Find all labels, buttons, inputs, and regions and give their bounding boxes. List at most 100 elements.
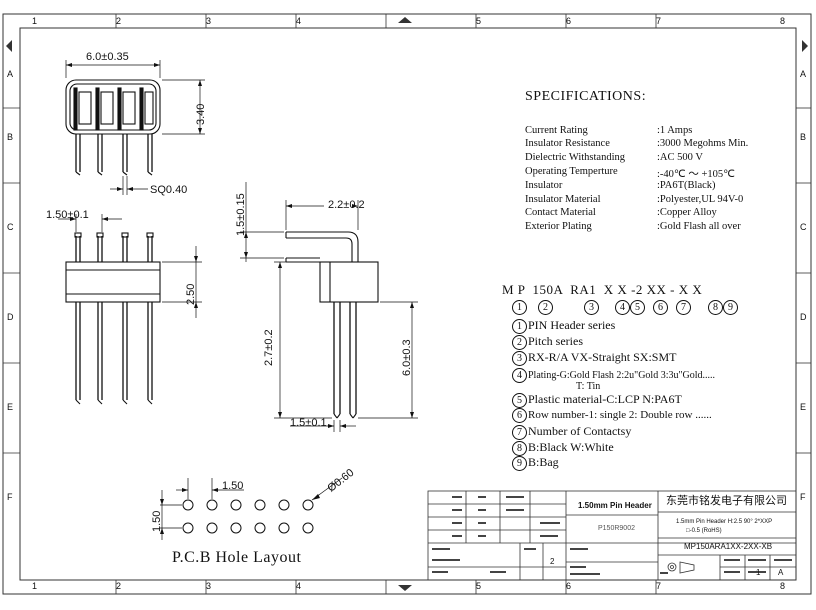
frame-row-label: F xyxy=(7,492,13,502)
spec-row: Dielectric Withstanding :AC 500 V xyxy=(525,152,703,163)
spec-value: :Polyester,UL 94V-0 xyxy=(657,194,744,205)
frame-row-label: F xyxy=(800,492,806,502)
spec-key: Insulator xyxy=(525,180,563,191)
legend-text: Plastic material-C:LCP N:PA6T xyxy=(528,392,682,406)
dim-tail-up: 1.5±0.15 xyxy=(235,193,247,236)
spec-value: :-40℃ ～ +105℃ xyxy=(657,169,735,180)
dim-tail-offset: 2.2±0.2 xyxy=(328,199,365,211)
index-circle: 8 xyxy=(512,440,527,456)
frame-row-label: C xyxy=(800,222,807,232)
legend-text: B:Black W:White xyxy=(528,440,614,454)
index-circle: 2 xyxy=(512,334,527,350)
projection-symbol xyxy=(667,561,695,574)
spec-row: Contact Material :Copper Alloy xyxy=(525,207,717,218)
index-circle: 1 xyxy=(512,318,527,334)
dim-foot: 1.5±0.1 xyxy=(290,417,327,429)
frame-col-label: 2 xyxy=(116,16,122,26)
legend-text: Pitch series xyxy=(528,334,583,348)
legend-text: RX-R/A VX-Straight SX:SMT xyxy=(528,350,677,364)
spec-key: Dielectric Withstanding xyxy=(525,152,625,163)
spec-row: Insulator Resistance :3000 Megohms Min. xyxy=(525,138,748,149)
part-number-code: M P 150A RA1 X X -2 XX - X X xyxy=(502,282,703,297)
tb-product: 1.50mm Pin Header xyxy=(578,501,652,510)
frame-col-label: 4 xyxy=(296,16,302,26)
frame-row-label: A xyxy=(800,69,807,79)
dim-pin-length: 6.0±0.3 xyxy=(401,339,413,376)
frame-col-label: 8 xyxy=(780,16,786,26)
frame-col-label: 5 xyxy=(476,16,482,26)
frame-col-label: 2 xyxy=(116,581,122,591)
spec-value: :PA6T(Black) xyxy=(657,180,716,191)
title-block-lines xyxy=(427,490,797,581)
frame-col-label: 6 xyxy=(566,581,572,591)
tb-drawing-no: P150R9002 xyxy=(598,525,635,532)
index-circle: 7 xyxy=(676,300,691,315)
pcb-holes xyxy=(182,499,314,534)
legend-text: PIN Header series xyxy=(528,318,616,332)
pcb-pitch-v: 1.50 xyxy=(151,510,163,532)
spec-key: Current Rating xyxy=(525,125,588,136)
dim-pin-square: SQ0.40 xyxy=(150,184,188,196)
dim-height-top: 3.40 xyxy=(195,103,207,125)
spec-row: Exterior Plating:Gold Flash all over xyxy=(525,221,741,232)
index-circle: 1 xyxy=(512,300,527,315)
spec-value: :Gold Flash all over xyxy=(657,221,741,232)
frame-col-label: 8 xyxy=(780,581,786,591)
frame-col-label: 7 xyxy=(656,16,662,26)
frame-col-label: 6 xyxy=(566,16,572,26)
spec-row: Insulator Material :Polyester,UL 94V-0 xyxy=(525,194,743,205)
index-circle: 3 xyxy=(584,300,599,315)
index-circle: 3 xyxy=(512,350,527,366)
frame-row-label: B xyxy=(7,132,14,142)
index-circle: 5 xyxy=(512,392,527,408)
spec-key: Insulator Material xyxy=(525,194,601,205)
dim-body-height: 2.50 xyxy=(185,283,197,305)
index-circle: 5 xyxy=(630,300,645,315)
spec-value: :3000 Megohms Min. xyxy=(657,138,749,149)
spec-row: Insulator :PA6T(Black) xyxy=(525,180,716,191)
tb-small-2: 2 xyxy=(550,557,555,566)
top-view xyxy=(65,79,161,176)
dim-pitch: 1.50±0.1 xyxy=(46,209,89,221)
legend-text: Plating-G:Gold Flash 2:2u"Gold 3:3u"Gold… xyxy=(528,369,716,381)
legend-row: T: Tin xyxy=(576,381,600,392)
tb-page: 1 xyxy=(756,568,761,577)
spec-value: :Copper Alloy xyxy=(657,207,717,218)
index-circle: 6 xyxy=(512,408,527,423)
pcb-title: P.C.B Hole Layout xyxy=(172,549,302,566)
front-view xyxy=(65,232,161,405)
frame-col-label: 3 xyxy=(206,16,212,26)
pcb-pitch-h: 1.50 xyxy=(222,480,244,492)
spec-key: Contact Material xyxy=(525,207,596,218)
spec-value: :AC 500 V xyxy=(657,152,703,163)
spec-key: Insulator Resistance xyxy=(525,138,610,149)
index-circle: 8 xyxy=(708,300,723,315)
frame-row-label: C xyxy=(7,222,14,232)
frame-row-label: E xyxy=(7,402,14,412)
index-circle: 4 xyxy=(615,300,630,315)
frame-row-label: E xyxy=(800,402,807,412)
index-circle: 2 xyxy=(538,300,553,315)
dim-width-top: 6.0±0.35 xyxy=(86,51,129,63)
spec-key: Operating Temperture xyxy=(525,166,618,177)
index-circle: 7 xyxy=(512,424,527,440)
index-circle: 4 xyxy=(512,368,527,383)
tb-company: 东莞市铭发电子有限公司 xyxy=(666,495,787,507)
index-circle: 9 xyxy=(512,455,527,471)
frame-col-label: 1 xyxy=(32,16,38,26)
spec-row: Current Rating:1 Amps xyxy=(525,125,692,136)
tb-part-no: MP150ARA1XX-2XX-XB xyxy=(684,542,773,551)
legend-text: Number of Contactsy xyxy=(528,424,632,438)
tb-corner-a: A xyxy=(778,568,784,577)
frame-col-label: 5 xyxy=(476,581,482,591)
frame-row-label: A xyxy=(7,69,14,79)
